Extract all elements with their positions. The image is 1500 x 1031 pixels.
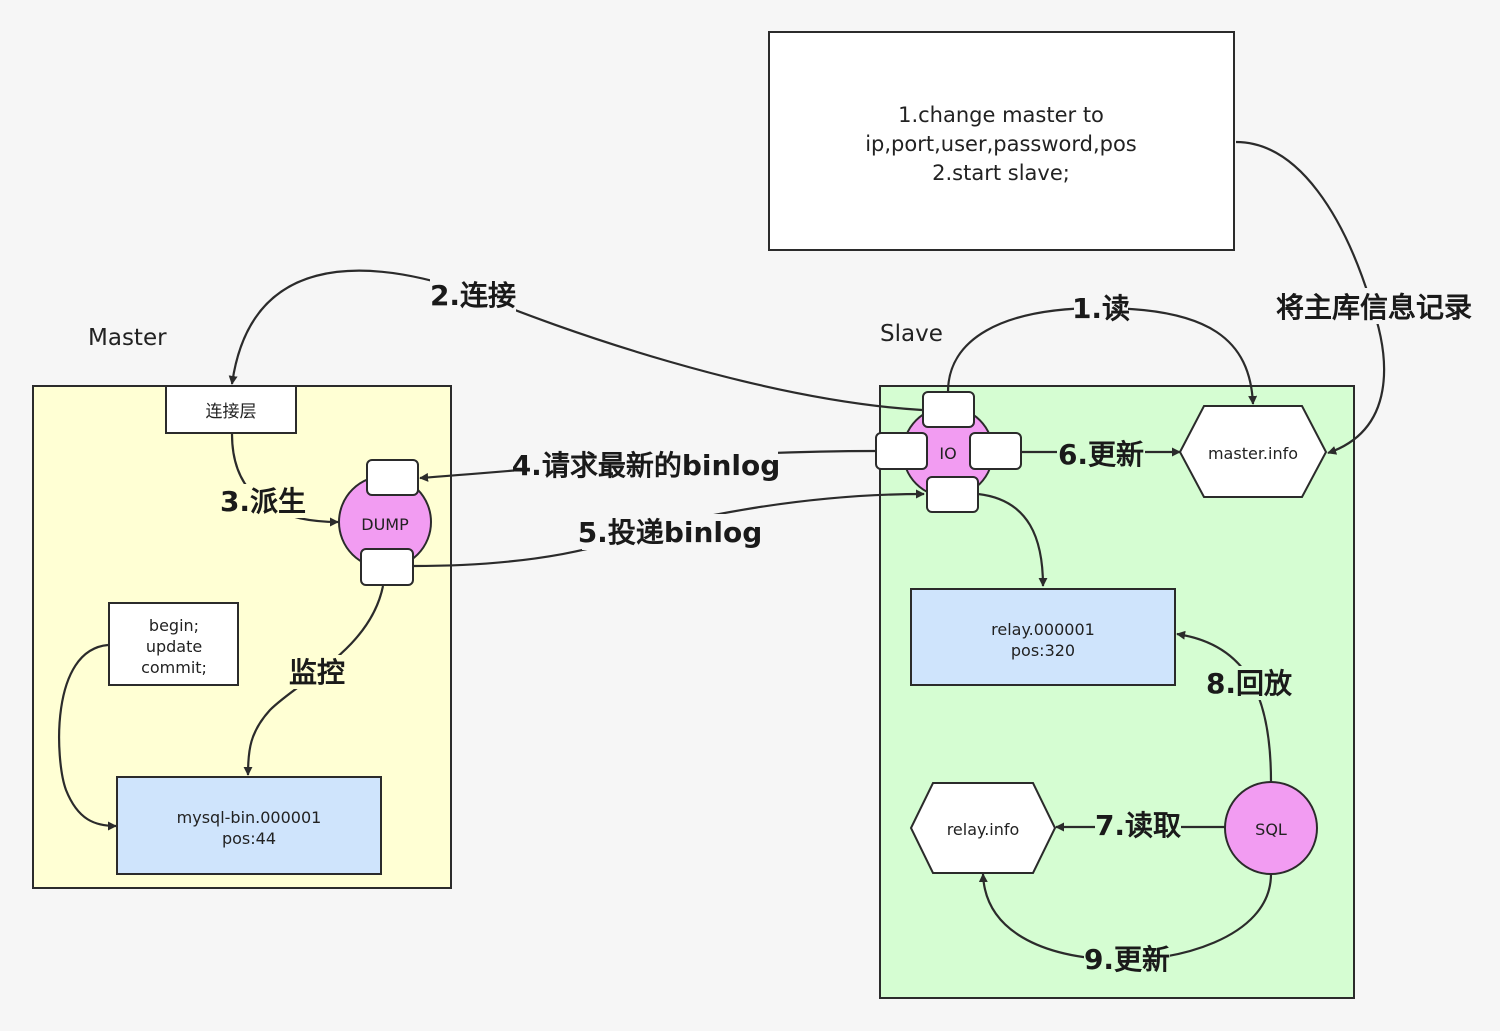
io-port-left (875, 432, 928, 470)
svg-text:3.派生: 3.派生 (220, 485, 306, 518)
svg-text:2.连接: 2.连接 (430, 279, 516, 312)
sql-thread-node: SQL (1224, 781, 1318, 875)
svg-text:7.读取: 7.读取 (1095, 809, 1181, 842)
transaction-line-1: begin; (149, 616, 199, 635)
relay-log-pos: pos:320 (1011, 641, 1075, 660)
master-info-node: master.info (1178, 405, 1328, 498)
svg-text:1.读: 1.读 (1072, 292, 1130, 325)
svg-text:将主库信息记录: 将主库信息记录 (1276, 291, 1472, 324)
io-port-top (922, 391, 975, 428)
svg-text:8.回放: 8.回放 (1206, 667, 1293, 700)
svg-text:6.更新: 6.更新 (1058, 438, 1144, 471)
edge-monitor (243, 585, 385, 776)
svg-text:9.更新: 9.更新 (1084, 943, 1170, 976)
relay-log-node: relay.000001 pos:320 (910, 588, 1176, 686)
binlog-file-node: mysql-bin.000001 pos:44 (116, 776, 382, 875)
connection-layer-label: 连接层 (206, 402, 257, 422)
slave-title: Slave (880, 321, 943, 347)
io-port-bottom (926, 476, 979, 513)
edge-label-deliver-binlog: 5.投递binlog (578, 514, 763, 550)
edge-label-update-master-info: 6.更新 (1057, 437, 1145, 471)
transaction-node: begin; update commit; (108, 602, 239, 686)
dump-thread-node: DUMP (338, 459, 432, 586)
edge-label-request-binlog: 4.请求最新的binlog (512, 447, 781, 483)
io-thread-label: IO (939, 444, 956, 463)
edge-label-connect: 2.连接 (430, 278, 516, 312)
dump-thread-label: DUMP (361, 515, 409, 534)
edge-label-update-relay-info: 9.更新 (1084, 942, 1170, 976)
edge-label-record-master-info: 将主库信息记录 (1268, 288, 1480, 324)
relay-info-label: relay.info (947, 820, 1020, 839)
sql-thread-label: SQL (1255, 820, 1287, 839)
edge-label-read-relay-info: 7.读取 (1095, 808, 1181, 842)
command-line-1: 1.change master to (898, 103, 1104, 127)
dump-port-top (366, 459, 419, 496)
command-line-2: ip,port,user,password,pos (865, 132, 1137, 156)
edge-label-monitor: 监控 (287, 655, 347, 689)
svg-text:5.投递binlog: 5.投递binlog (578, 516, 763, 549)
edge-io-to-relay (977, 492, 1048, 587)
binlog-file-pos: pos:44 (222, 829, 276, 848)
edge-label-spawn: 3.派生 (220, 484, 306, 518)
edge-transaction-to-binlog (58, 643, 117, 831)
transaction-line-2: update (146, 637, 202, 656)
io-port-right (969, 432, 1022, 470)
transaction-line-3: commit; (141, 658, 207, 677)
command-line-3: 2.start slave; (932, 161, 1070, 185)
edge-label-replay: 8.回放 (1205, 666, 1293, 700)
svg-text:4.请求最新的binlog: 4.请求最新的binlog (512, 449, 781, 482)
relay-log-name: relay.000001 (991, 620, 1095, 639)
binlog-file-name: mysql-bin.000001 (177, 808, 322, 827)
dump-port-bottom (360, 548, 414, 586)
io-thread-node: IO (875, 391, 1022, 513)
edge-label-read: 1.读 (1072, 291, 1130, 325)
svg-text:监控: 监控 (289, 656, 345, 689)
connection-layer-node: 连接层 (165, 385, 297, 434)
relay-info-node: relay.info (909, 782, 1057, 874)
command-box: 1.change master to ip,port,user,password… (768, 31, 1235, 251)
master-title: Master (88, 325, 167, 351)
master-info-label: master.info (1208, 444, 1298, 463)
